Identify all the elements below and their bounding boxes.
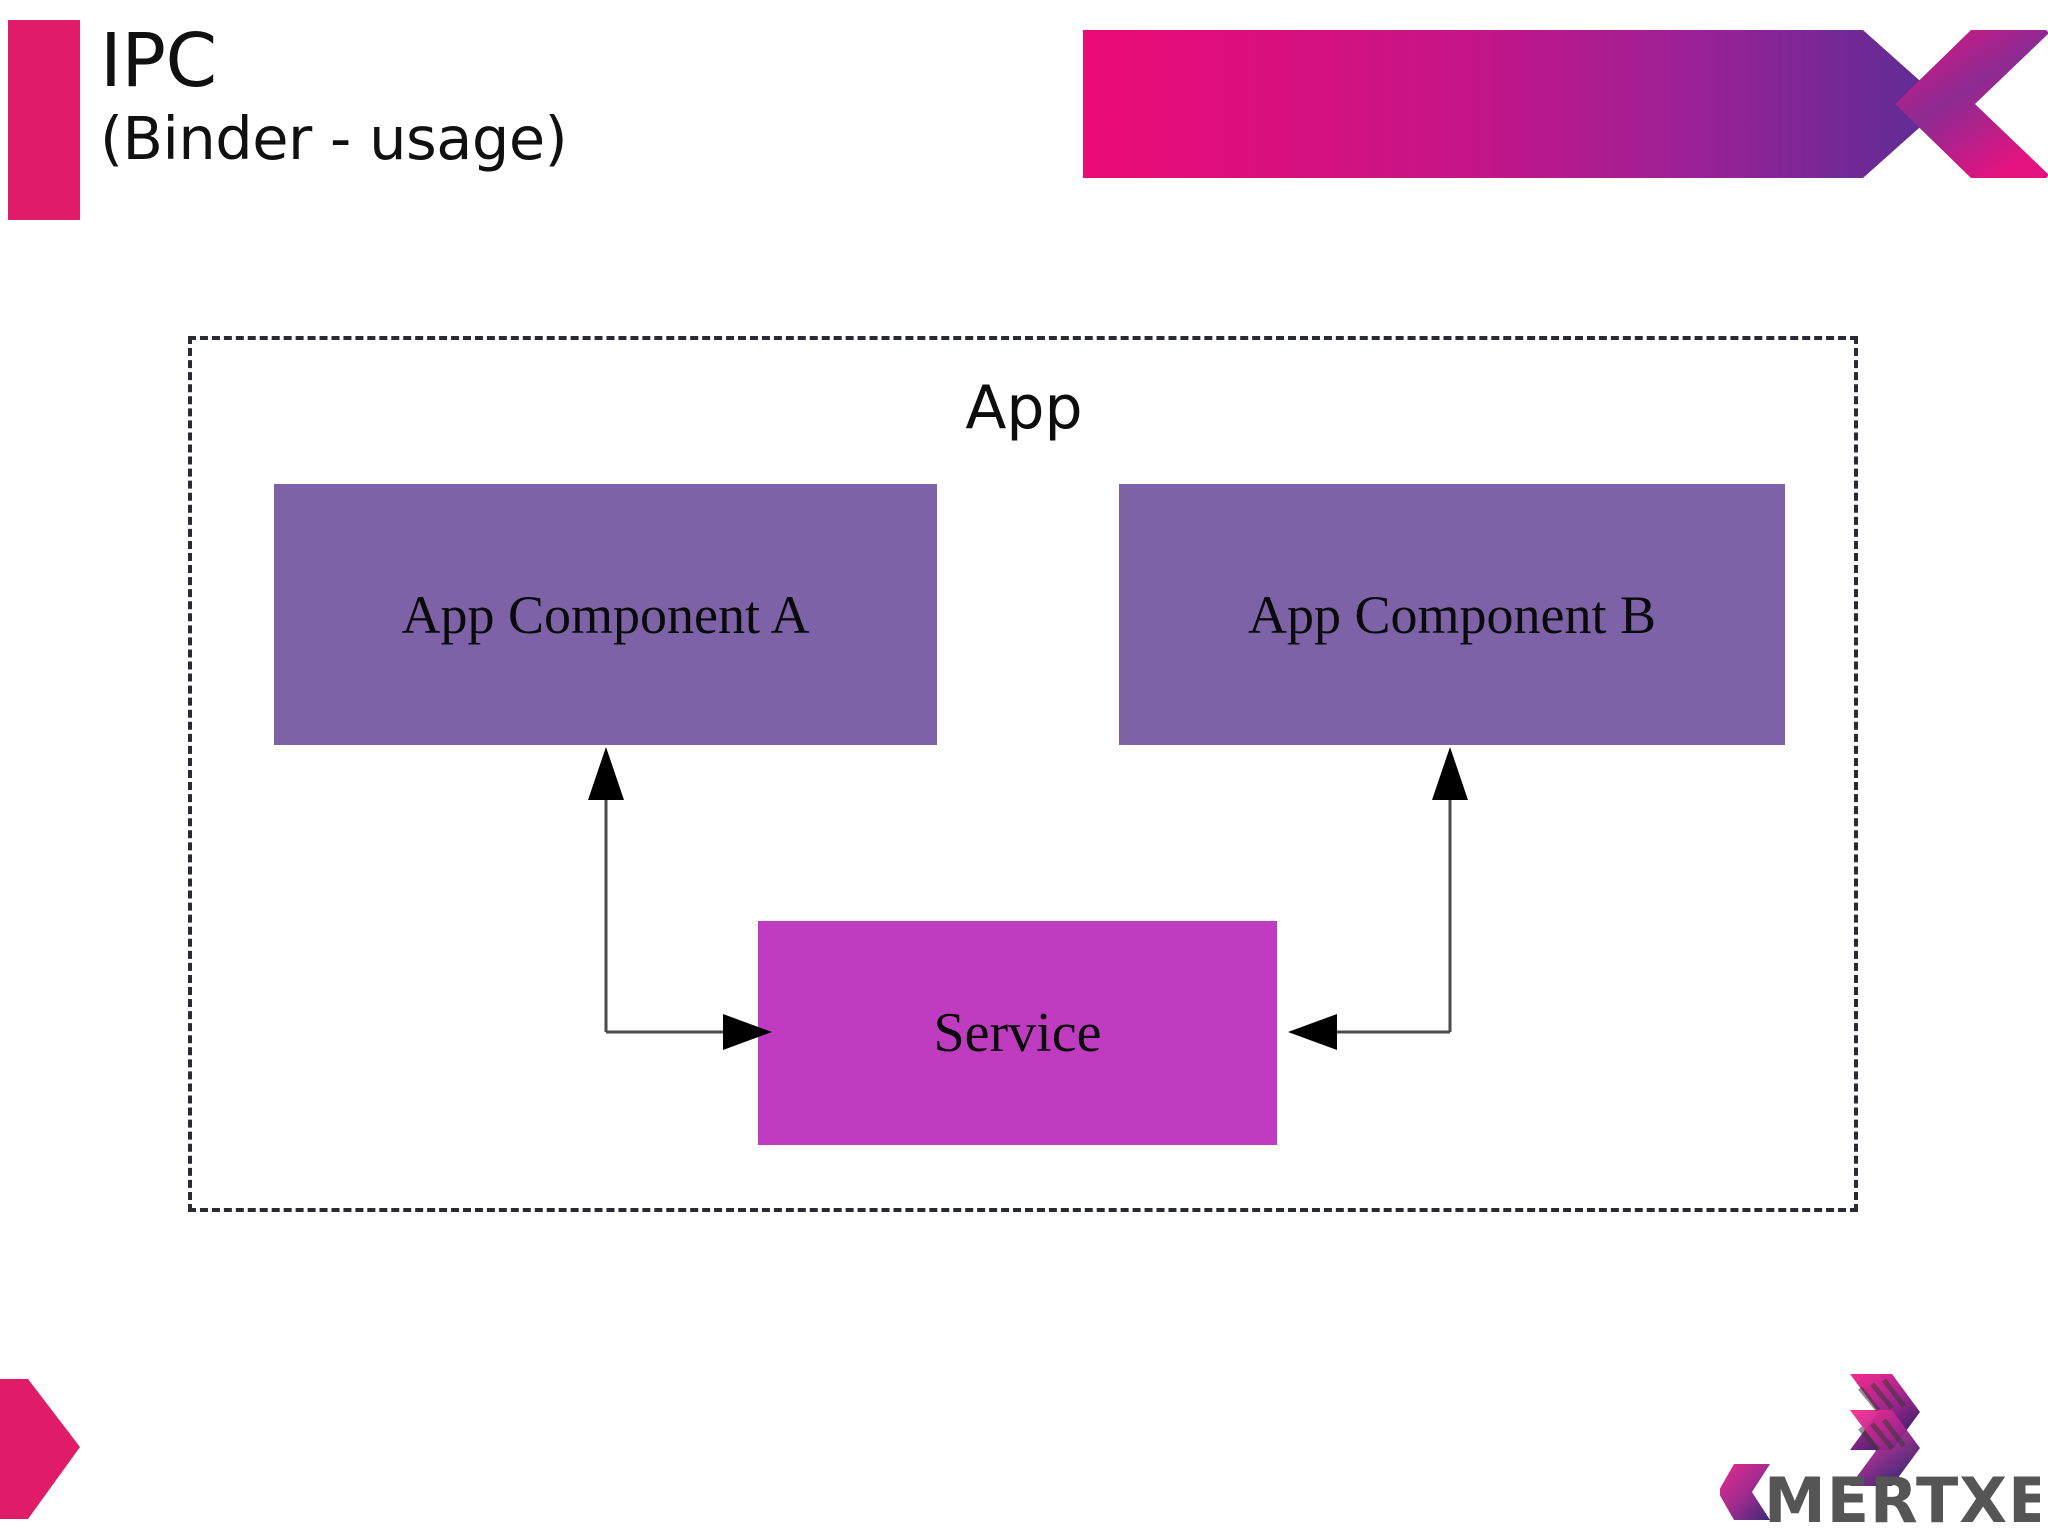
app-boundary-label: App xyxy=(965,373,1083,443)
title-accent-bar xyxy=(8,20,80,220)
node-app-component-b[interactable]: App Component B xyxy=(1119,484,1785,745)
node-app-component-a[interactable]: App Component A xyxy=(274,484,937,745)
chevron-banner-icon xyxy=(1083,30,2048,178)
page-title-block: IPC (Binder - usage) xyxy=(100,22,860,174)
logo-wordmark: MERTXE xyxy=(1764,1464,2040,1527)
emertxe-chevron-logo-icon: MERTXE xyxy=(1720,1372,2040,1527)
node-service[interactable]: Service xyxy=(758,921,1277,1145)
node-service-label: Service xyxy=(933,1002,1102,1064)
node-app-component-b-label: App Component B xyxy=(1247,584,1656,645)
node-app-component-a-label: App Component A xyxy=(401,584,810,645)
chevron-right-icon xyxy=(0,1379,82,1519)
page-subtitle: (Binder - usage) xyxy=(100,104,568,173)
app-boundary-box xyxy=(188,336,1858,1212)
page-title: IPC xyxy=(100,18,217,104)
